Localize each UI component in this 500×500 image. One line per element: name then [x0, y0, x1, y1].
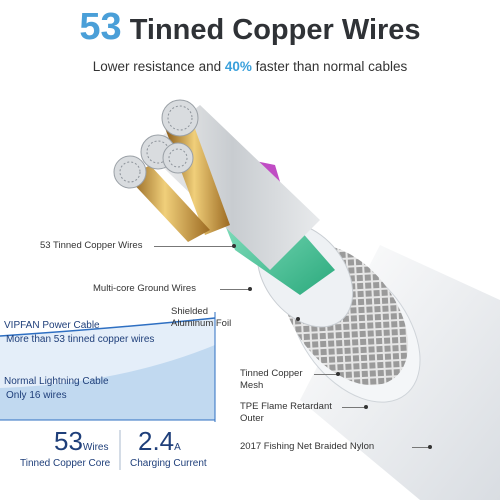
callout-foil: Shielded Aluminum Foil	[171, 306, 231, 330]
headline-number: 53	[79, 6, 122, 48]
dot-copper-wires	[232, 244, 236, 248]
dot-outer	[364, 405, 368, 409]
leader-mesh	[314, 374, 338, 375]
subheadline: Lower resistance and 40% faster than nor…	[0, 59, 500, 74]
subheadline-highlight: 40%	[224, 59, 252, 74]
vipfan-title: VIPFAN Power Cable	[4, 320, 100, 331]
dot-ground-wires	[248, 287, 252, 291]
dot-mesh	[336, 372, 340, 376]
subheadline-before: Lower resistance and	[92, 59, 225, 74]
strand-end-3-detail	[119, 161, 141, 183]
normal-title: Normal Lightning Cable	[4, 376, 109, 387]
callout-outer-line1: TPE Flame Retardant	[240, 401, 332, 412]
callout-outer: TPE Flame Retardant Outer	[240, 401, 332, 425]
dot-foil	[296, 317, 300, 321]
headline-text: Tinned Copper Wires	[129, 14, 421, 46]
callout-mesh: Tinned Copper Mesh	[240, 368, 303, 392]
leader-copper-wires	[154, 246, 234, 247]
stat-wires-unit: Wires	[82, 442, 109, 453]
normal-area	[0, 345, 215, 420]
vipfan-subtitle: More than 53 tinned copper wires	[6, 334, 155, 345]
leader-braid	[412, 447, 430, 448]
callout-foil-line1: Shielded	[171, 306, 208, 317]
leader-outer	[342, 407, 366, 408]
stat-current-value: 2.4	[138, 426, 175, 456]
subheadline-after: faster than normal cables	[251, 59, 408, 74]
strand-end-4-detail	[168, 148, 188, 168]
stat-current: 2.4A	[138, 426, 181, 457]
dot-braid	[428, 445, 432, 449]
stat-current-caption: Charging Current	[130, 458, 207, 469]
callout-mesh-line2: Mesh	[240, 380, 264, 391]
stat-wires: 53Wires	[54, 426, 108, 457]
copper-wire-2	[128, 165, 210, 242]
callout-mesh-line1: Tinned Copper	[240, 368, 303, 379]
callout-ground-wires: Multi-core Ground Wires	[93, 283, 196, 294]
vipfan-curve	[0, 317, 216, 337]
strand-end-3	[113, 155, 147, 189]
strand-end-1-detail	[167, 105, 193, 131]
stat-wires-caption: Tinned Copper Core	[20, 458, 111, 469]
strand-end-1	[161, 99, 199, 137]
leader-ground-wires	[220, 289, 250, 290]
stat-current-unit: A	[174, 442, 181, 453]
strand-end-4	[162, 142, 194, 174]
callout-foil-line2: Aluminum Foil	[171, 318, 232, 329]
callout-braid: 2017 Fishing Net Braided Nylon	[240, 441, 375, 452]
stat-wires-value: 53	[54, 426, 83, 456]
callout-outer-line2: Outer	[240, 413, 264, 424]
callout-copper-wires: 53 Tinned Copper Wires	[40, 240, 143, 251]
normal-subtitle: Only 16 wires	[6, 390, 67, 401]
